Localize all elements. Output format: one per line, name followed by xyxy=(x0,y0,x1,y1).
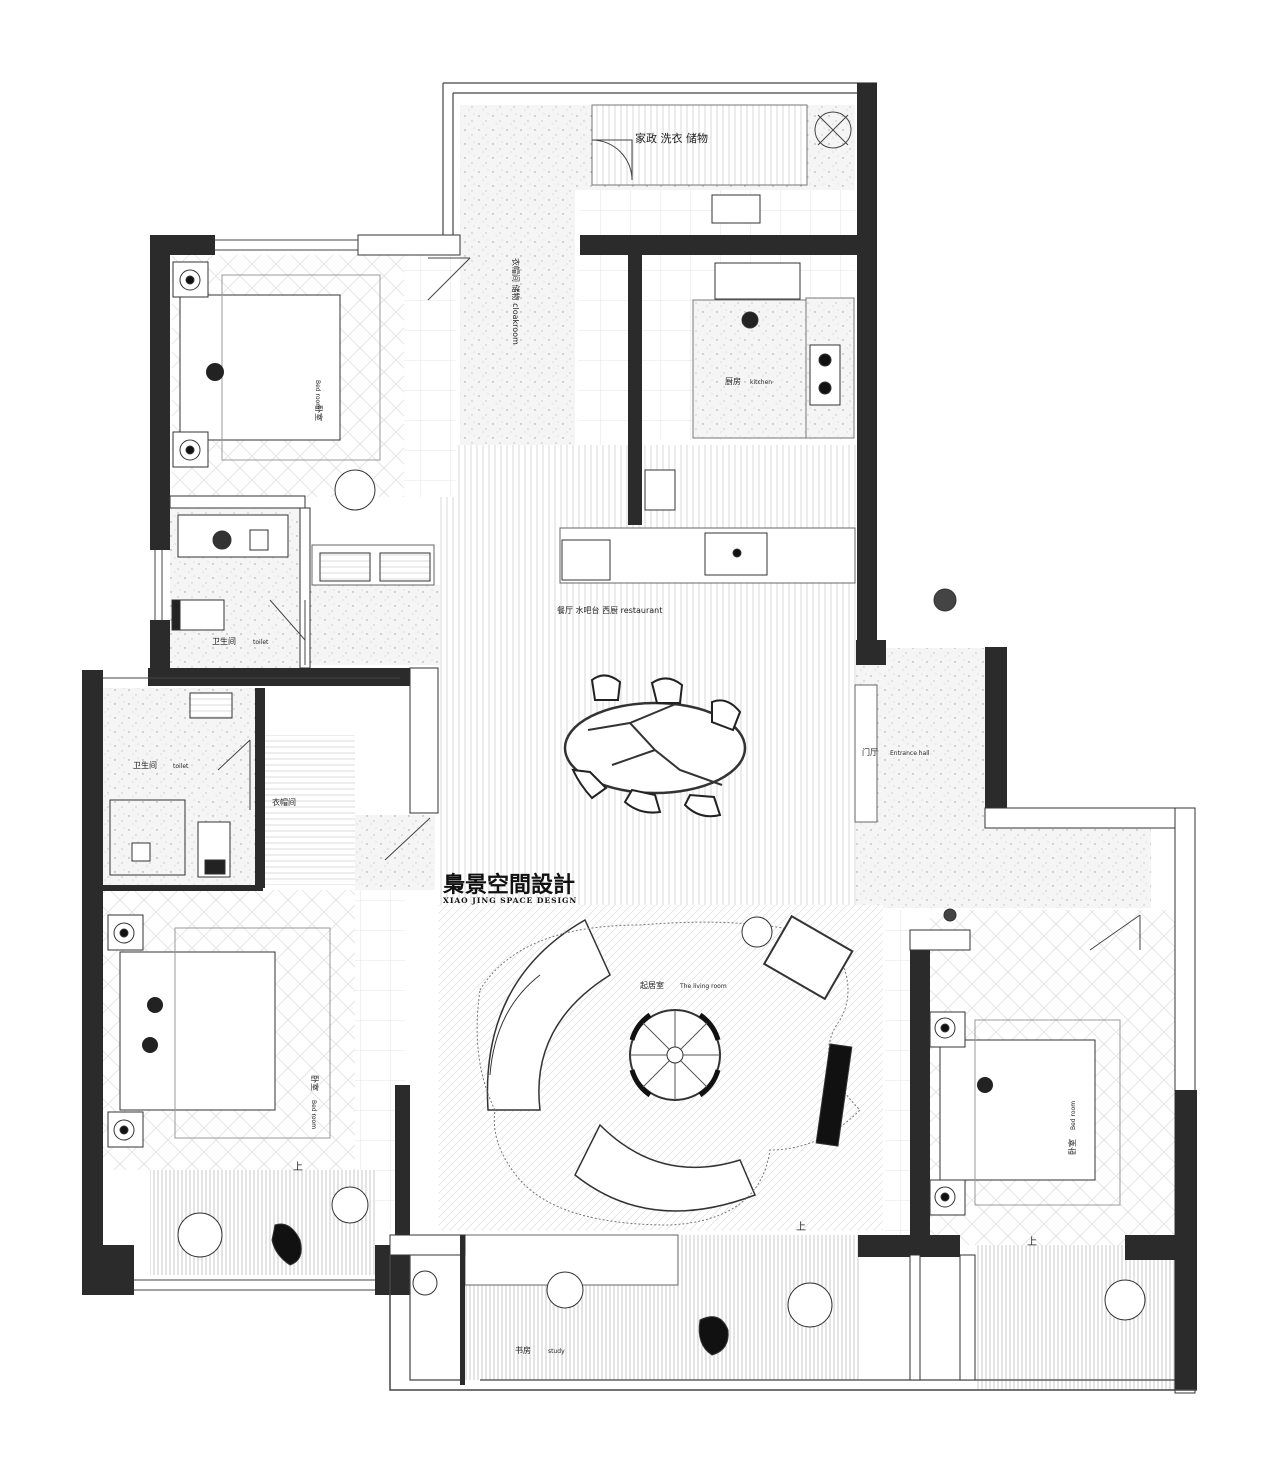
chair-sw-2 xyxy=(331,1186,369,1224)
label-bedroom-se-en: Bed room xyxy=(1070,1101,1077,1130)
label-entrance-cn: 门厅 xyxy=(862,747,878,757)
side-table-living xyxy=(741,916,773,948)
label-bedroom-se-cn: 卧室 xyxy=(1067,1139,1077,1155)
entrance-floor-2 xyxy=(856,828,1151,908)
living-sofa-2 xyxy=(574,1123,756,1212)
corridor-stone xyxy=(305,585,440,665)
shoe-cabinet xyxy=(854,684,878,823)
stair-mark-sw: 上 xyxy=(293,1161,303,1173)
label-kitchen-cn: 厨房 xyxy=(725,376,741,386)
label-toilet-n-en: toilet xyxy=(253,639,269,646)
label-bedroom-sw-cn: 卧室 xyxy=(310,1075,320,1091)
toilet-n-bowl xyxy=(177,599,225,631)
door-wardrobe xyxy=(384,817,431,861)
tv-console xyxy=(815,1043,853,1147)
sleeper-se xyxy=(977,1077,993,1093)
walls xyxy=(82,82,1197,1394)
sleeper-sw-1 xyxy=(147,997,163,1013)
door-utility xyxy=(591,139,633,181)
label-bedroom-nw-en: Bed room xyxy=(314,380,321,409)
sleeper-nw xyxy=(206,363,224,381)
brand-name-cn: 梟景空間設計 xyxy=(442,872,575,898)
entrance-person xyxy=(933,588,957,612)
armchair-living xyxy=(762,914,854,1001)
label-kitchen-en: kitchen xyxy=(750,379,772,386)
fridge xyxy=(561,539,611,581)
toilet-w-tub xyxy=(109,799,186,876)
bedroom-se-balcony xyxy=(975,1245,1175,1390)
bedroom-nw-wardrobe xyxy=(404,255,456,497)
label-wardrobe-w: 衣帽间 xyxy=(272,797,296,807)
floor-finishes xyxy=(103,104,1175,1390)
label-bedroom-sw-en: Bed room xyxy=(310,1100,317,1129)
ceiling-fan-utility xyxy=(814,111,852,149)
chair-nw xyxy=(334,469,376,511)
dining-chairs xyxy=(571,674,742,818)
label-living-cn: 起居室 xyxy=(640,980,664,990)
chair-sw-1 xyxy=(177,1212,223,1258)
door-bedroom-se xyxy=(1089,914,1141,951)
label-cloakroom: 衣帽间 储物 cloakroom xyxy=(511,258,521,345)
bed-nw xyxy=(179,294,341,441)
cloakroom-floor xyxy=(460,105,575,445)
labels: 家政 洗衣 储物 衣帽间 储物 cloakroom 厨房 kitchen 卧室 … xyxy=(133,131,1077,1355)
wardrobe-w-floor xyxy=(265,735,355,885)
chair-study-2 xyxy=(787,1282,833,1328)
dog-sw xyxy=(271,1223,302,1266)
label-toilet-n-cn: 卫生间 xyxy=(212,636,236,646)
chair-study-1 xyxy=(546,1271,584,1309)
label-toilet-w-en: toilet xyxy=(173,763,189,770)
door-toilet-w xyxy=(217,739,251,810)
living-area-outline xyxy=(476,921,861,1226)
chair-se xyxy=(1104,1279,1146,1321)
brand-name-en: XIAO JING SPACE DESIGN xyxy=(443,896,577,905)
side-cabinet xyxy=(644,469,676,511)
dog-study xyxy=(698,1316,729,1356)
restaurant-floor xyxy=(438,445,856,905)
stair-mark-se: 上 xyxy=(1027,1236,1037,1248)
wardrobe-w-stone xyxy=(355,815,435,890)
label-restaurant: 餐厅 水吧台 西厨 restaurant xyxy=(557,605,662,615)
utility-sink xyxy=(711,194,761,224)
label-entrance-en: Entrance hall xyxy=(890,750,930,757)
label-utility: 家政 洗衣 储物 xyxy=(635,131,708,145)
doors xyxy=(217,111,1141,951)
stair-mark-study: 上 xyxy=(796,1221,806,1233)
door-bedroom-nw xyxy=(427,257,471,301)
bed-se-rug xyxy=(974,1019,1121,1206)
furniture xyxy=(107,194,1146,1356)
bed-sw xyxy=(119,951,276,1111)
label-study-en: study xyxy=(548,1348,565,1355)
label-toilet-w-cn: 卫生间 xyxy=(133,760,157,770)
label-study-cn: 书房 xyxy=(515,1345,531,1355)
utility-cabinet xyxy=(591,104,808,186)
kitchen-sink xyxy=(714,262,801,300)
bed-sw-rug xyxy=(174,927,331,1139)
sleeper-sw-2 xyxy=(142,1037,158,1053)
label-living-en: The living room xyxy=(679,983,727,990)
toilet-w-sink xyxy=(189,692,233,719)
door-toilet-n xyxy=(269,599,306,665)
kitchen-person xyxy=(741,311,759,329)
living-sofa xyxy=(486,918,611,1111)
toilet-n-sink xyxy=(177,514,289,558)
bed-se xyxy=(939,1039,1096,1181)
entrance-floor xyxy=(856,648,1001,828)
label-bedroom-nw-cn: 卧室 xyxy=(314,405,324,421)
